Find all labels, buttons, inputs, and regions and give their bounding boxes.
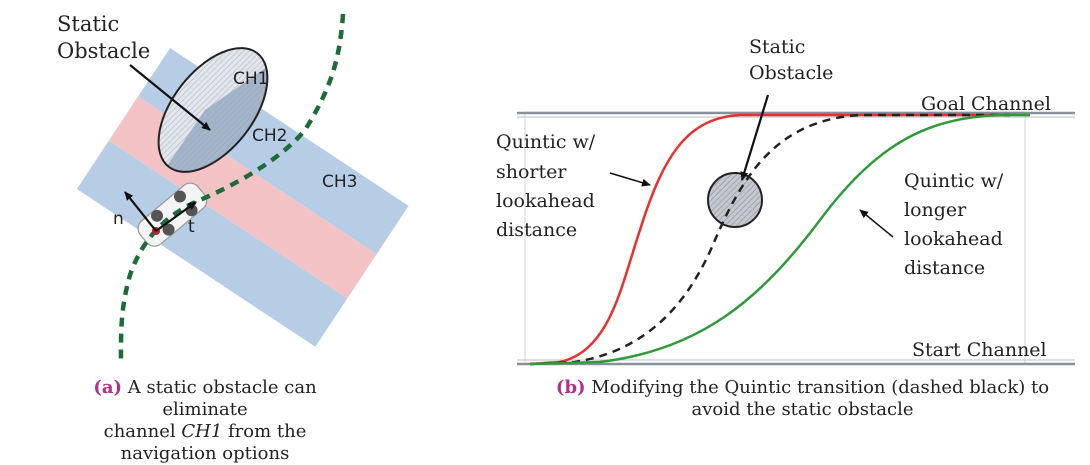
long-curve-label-line2: longer (904, 199, 967, 221)
long-curve-label-line1: Quintic w/ (904, 170, 1004, 192)
caption-b-line2: avoid the static obstacle (691, 399, 914, 420)
short-curve-label-line4: distance (496, 219, 577, 241)
start-channel-label: Start Channel (912, 339, 1047, 361)
obstacle-label-a-line2: Obstacle (57, 39, 150, 63)
caption-b-line1: (b) Modifying the Quintic transition (da… (515, 377, 1090, 399)
caption-a-tag: (a) (93, 377, 123, 398)
obstacle-pointer-arrow-b (740, 94, 770, 181)
short-curve-pointer-arrow (609, 172, 651, 187)
caption-a-math: CH1 (181, 421, 223, 442)
long-curve-label-line4: distance (904, 257, 985, 279)
static-obstacle-circle (707, 172, 763, 228)
channel-label-ch2: CH2 (252, 126, 287, 146)
caption-b: (b) Modifying the Quintic transition (da… (515, 377, 1090, 421)
caption-a: (a) A static obstacle can eliminate chan… (60, 377, 350, 465)
short-curve-label-line3: lookahead (496, 190, 595, 212)
normal-vector-label: n (113, 209, 124, 229)
channel-label-ch1: CH1 (233, 69, 268, 89)
quintic-long-curve (529, 113, 1030, 366)
channel-ch3-band (76, 140, 348, 347)
obstacle-label-b-line2: Obstacle (749, 62, 833, 84)
obstacle-pointer-arrow-a (129, 64, 211, 131)
caption-b-text1: Modifying the Quintic transition (dashed… (591, 377, 1050, 398)
caption-a-line2: channel CH1 from the (60, 421, 350, 443)
obstacle-label-a-line1: Static (57, 12, 119, 36)
caption-a-text2-post: from the (222, 421, 307, 442)
reference-path (118, 13, 346, 366)
goal-channel-label: Goal Channel (921, 93, 1051, 115)
short-curve-label-line2: shorter (496, 161, 567, 183)
tangent-vector-label: t (188, 217, 195, 237)
long-curve-label-line3: lookahead (904, 228, 1003, 250)
panel-b: Static Obstacle Goal Channel Start Chann… (496, 36, 1075, 366)
panel-a: Static Obstacle CH1 CH2 CH3 n t (57, 12, 409, 366)
tangent-vector-arrow (155, 201, 197, 232)
long-curve-pointer-arrow (859, 209, 894, 238)
short-curve-label-line1: Quintic w/ (496, 131, 596, 153)
quintic-nominal-curve (529, 113, 1010, 366)
obstacle-label-b-line1: Static (749, 36, 805, 58)
quintic-short-curve (529, 113, 1010, 366)
caption-b-tag: (b) (555, 377, 586, 398)
caption-a-text1: A static obstacle can eliminate (127, 377, 317, 420)
caption-a-line1: (a) A static obstacle can eliminate (60, 377, 350, 421)
caption-a-text2-pre: channel (103, 421, 182, 442)
caption-a-line3: navigation options (120, 443, 290, 464)
normal-vector-arrow (124, 191, 157, 232)
channel-label-ch3: CH3 (322, 172, 357, 192)
